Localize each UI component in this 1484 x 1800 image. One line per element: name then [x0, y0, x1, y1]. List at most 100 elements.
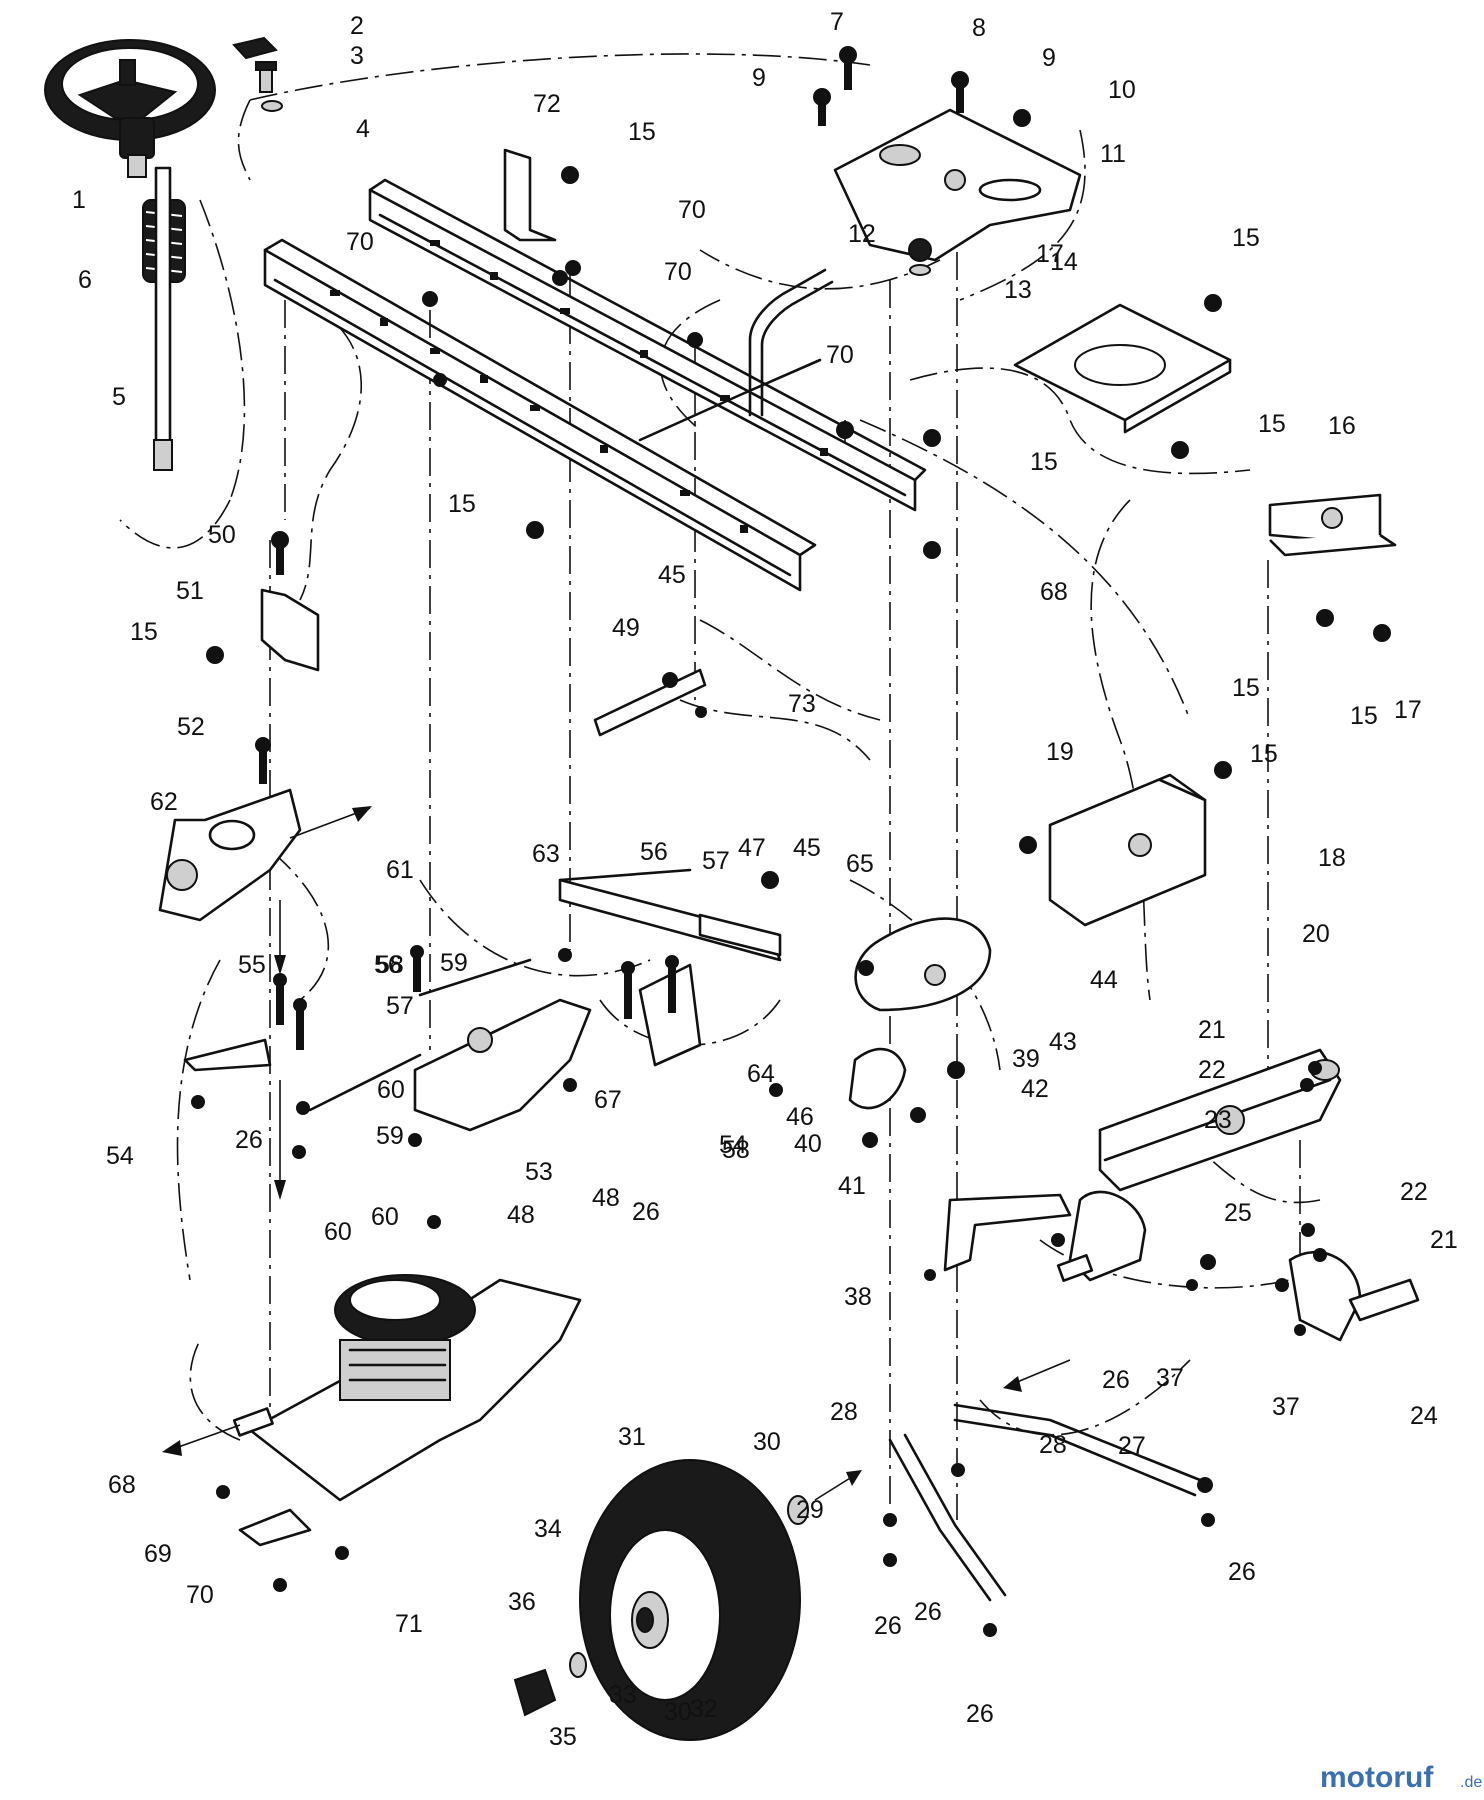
callout-58: 58: [722, 1136, 750, 1164]
callout-17: 17: [1036, 240, 1064, 268]
callout-53: 53: [525, 1158, 553, 1186]
callout-26: 26: [1102, 1366, 1130, 1394]
callout-14: 14: [1050, 248, 1078, 276]
callout-15: 15: [1232, 674, 1260, 702]
callout-58: 58: [376, 951, 404, 979]
callout-39: 39: [1012, 1045, 1040, 1073]
callout-37: 37: [1156, 1364, 1184, 1392]
callout-15: 15: [1350, 702, 1378, 730]
callout-71: 71: [395, 1610, 423, 1638]
callout-28: 28: [830, 1398, 858, 1426]
callout-54: 54: [106, 1142, 134, 1170]
callout-3: 3: [350, 42, 364, 70]
callout-27: 27: [1118, 1432, 1146, 1460]
front-wheel: [579, 1459, 801, 1741]
callout-19: 19: [1046, 738, 1074, 766]
callout-8: 8: [972, 14, 986, 42]
callout-21: 21: [1430, 1226, 1458, 1254]
callout-31: 31: [618, 1423, 646, 1451]
callout-70: 70: [678, 196, 706, 224]
callout-68: 68: [1040, 578, 1068, 606]
callout-60: 60: [324, 1218, 352, 1246]
callout-22: 22: [1400, 1178, 1428, 1206]
callout-30: 30: [664, 1698, 692, 1726]
callout-43: 43: [1049, 1028, 1077, 1056]
sector-gear-40: [848, 1047, 907, 1110]
brake-bracket-53: [413, 998, 592, 1132]
callout-57: 57: [386, 992, 414, 1020]
callout-26: 26: [1228, 1558, 1256, 1586]
gear-12: [908, 238, 932, 276]
callout-60: 60: [377, 1076, 405, 1104]
callout-37: 37: [1272, 1393, 1300, 1421]
callout-15: 15: [628, 118, 656, 146]
callout-15: 15: [1250, 740, 1278, 768]
bracket-39: [943, 1193, 1072, 1272]
callout-13: 13: [1004, 276, 1032, 304]
routing-lines: [119, 53, 1341, 1520]
callout-18: 18: [1318, 844, 1346, 872]
tie-rod-29: [888, 1433, 1007, 1602]
small-parts-top-left: [232, 36, 283, 112]
arrows: [162, 806, 1071, 1501]
callout-22: 22: [1198, 1056, 1226, 1084]
callout-46: 46: [786, 1103, 814, 1131]
callout-45: 45: [793, 834, 821, 862]
bracket-16: [1268, 493, 1397, 557]
rod-59: [308, 958, 532, 1112]
drag-link-27: [953, 1403, 1202, 1497]
fasteners: [191, 46, 1391, 1637]
frame-rail-left: [263, 238, 817, 592]
callout-15: 15: [1232, 224, 1260, 252]
callout-26: 26: [874, 1612, 902, 1640]
callout-50: 50: [208, 521, 236, 549]
callout-11: 11: [1100, 140, 1126, 168]
callout-70: 70: [664, 258, 692, 286]
steering-shaft: [153, 166, 173, 471]
callout-26: 26: [966, 1700, 994, 1728]
bracket-72: [503, 148, 557, 242]
callout-54: 54: [719, 1131, 747, 1159]
callout-30: 30: [753, 1428, 781, 1456]
spindle-left: [1056, 1190, 1147, 1282]
callout-60: 60: [371, 1203, 399, 1231]
front-axle: [1098, 1048, 1342, 1192]
callout-35: 35: [549, 1723, 577, 1751]
sector-gear-44: [854, 917, 992, 1012]
callout-70: 70: [826, 341, 854, 369]
callout-49: 49: [612, 614, 640, 642]
transaxle-67: [232, 1274, 582, 1502]
drag-link-47: [558, 878, 782, 962]
bushing-30: [787, 1495, 809, 1525]
callout-25: 25: [1224, 1199, 1252, 1227]
watermark-brand: motoruf: [1320, 1761, 1434, 1794]
plate-55: [183, 1038, 272, 1072]
callout-2: 2: [350, 12, 364, 40]
callout-15: 15: [1258, 410, 1286, 438]
watermark: motoruf .de: [1320, 1761, 1482, 1794]
callout-73: 73: [788, 690, 816, 718]
callout-68: 68: [108, 1471, 136, 1499]
callout-12: 12: [848, 220, 876, 248]
callout-56: 56: [640, 838, 668, 866]
callout-52: 52: [177, 713, 205, 741]
callout-40: 40: [794, 1130, 822, 1158]
callout-6: 6: [78, 266, 92, 294]
callout-48: 48: [592, 1184, 620, 1212]
callout-59: 59: [440, 949, 468, 977]
callout-63: 63: [532, 840, 560, 868]
bracket-51: [260, 588, 320, 672]
callout-69: 69: [144, 1540, 172, 1568]
spindle-right: [1288, 1250, 1420, 1342]
callout-38: 38: [844, 1283, 872, 1311]
callout-45: 45: [658, 561, 686, 589]
frame-holes: [330, 240, 828, 533]
bracket-49: [593, 668, 707, 737]
pedal-arm: [558, 868, 692, 882]
bracket-69: [238, 1508, 312, 1547]
callout-9: 9: [1042, 44, 1056, 72]
cross-brace: [638, 268, 834, 442]
callout-26: 26: [632, 1198, 660, 1226]
callout-72: 72: [533, 90, 561, 118]
